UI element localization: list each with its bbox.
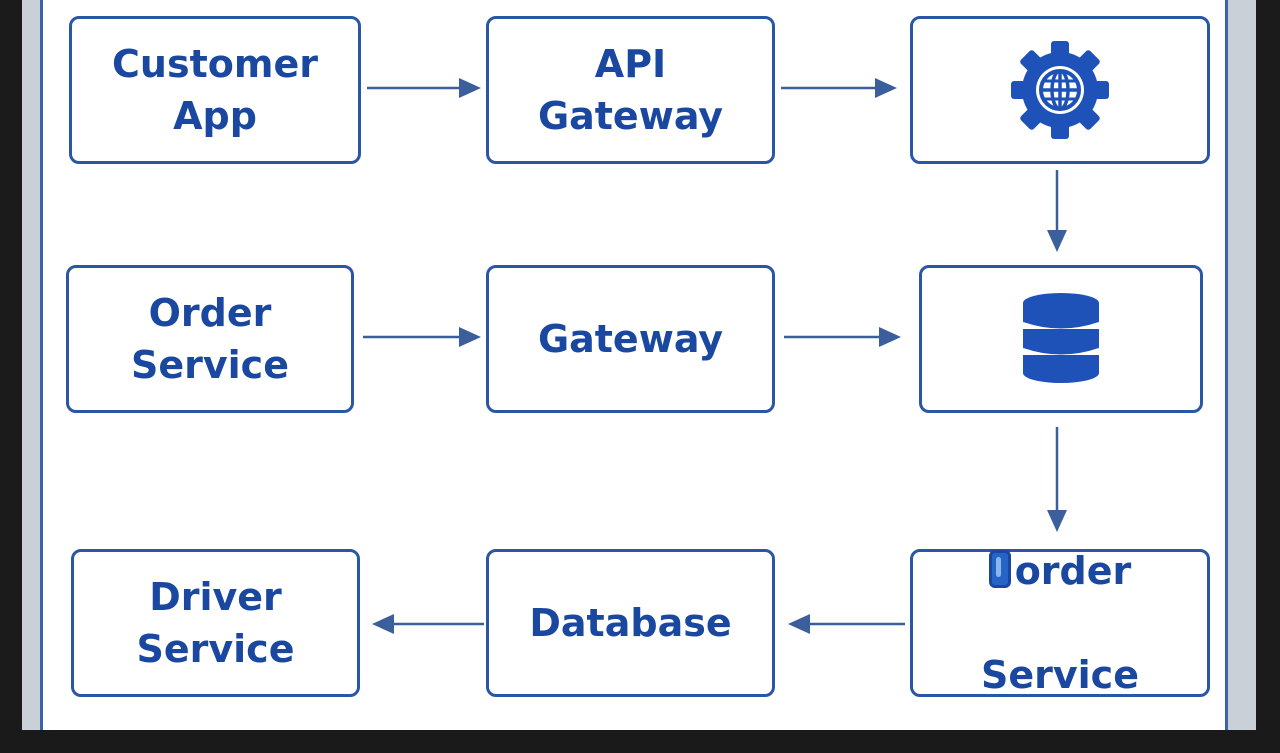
database-icon <box>1022 293 1100 383</box>
node-order-service-left-label: Order Service <box>131 291 289 387</box>
node-driver-service[interactable]: Driver Service <box>71 549 360 697</box>
node-order-service-right-label: order Service <box>981 493 1139 753</box>
node-driver-service-label: Driver Service <box>136 575 295 671</box>
node-globe-service[interactable] <box>910 16 1210 164</box>
node-api-gateway-label: API Gateway <box>537 42 724 138</box>
node-api-gateway[interactable]: API Gateway <box>486 16 775 164</box>
node-database-label: Database <box>529 601 732 645</box>
node-order-service-right[interactable]: order Service <box>910 549 1210 697</box>
stage: Customer App API Gateway <box>22 0 1256 730</box>
globe-gear-icon <box>1011 41 1109 139</box>
node-database[interactable]: Database <box>486 549 775 697</box>
node-customer-app[interactable]: Customer App <box>69 16 361 164</box>
node-order-service-right-line2: Service <box>981 653 1139 697</box>
node-gateway[interactable]: Gateway <box>486 265 775 413</box>
node-order-service-right-line1: order <box>1014 549 1132 593</box>
node-database-icon[interactable] <box>919 265 1203 413</box>
node-gateway-label: Gateway <box>537 317 724 361</box>
node-customer-app-label: Customer App <box>112 42 318 138</box>
phone-icon <box>988 550 1011 588</box>
node-order-service-left[interactable]: Order Service <box>66 265 354 413</box>
